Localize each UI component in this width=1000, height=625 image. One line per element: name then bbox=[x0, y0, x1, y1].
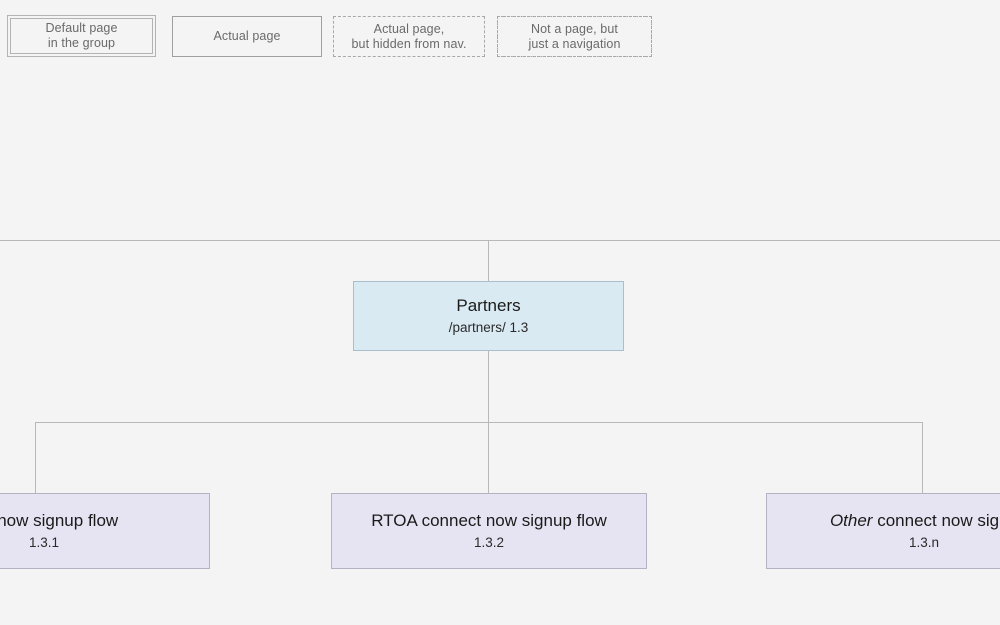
legend-item-default-page-in-group[interactable]: Default page in the group bbox=[7, 15, 156, 57]
legend-inner-border: Default page in the group bbox=[10, 18, 153, 54]
connector-drop-child-3 bbox=[922, 422, 923, 493]
node-child-2-title: RTOA connect now signup flow bbox=[371, 511, 607, 530]
node-partners-title: Partners bbox=[456, 296, 521, 315]
node-child-1-subtitle: 1.3.1 bbox=[28, 535, 60, 550]
node-child-signup-flow-3[interactable]: Other connect now signu 1.3.n bbox=[766, 493, 1000, 569]
legend-label-actual-page-hidden: Actual page, but hidden from nav. bbox=[351, 21, 467, 51]
connector-children-bracket bbox=[35, 422, 923, 423]
legend-label-default-page-in-group: Default page in the group bbox=[45, 21, 118, 50]
legend-label-actual-page: Actual page bbox=[213, 29, 281, 43]
node-child-3-title: Other connect now signu bbox=[830, 510, 1000, 532]
legend-item-not-a-page-navigation[interactable]: Not a page, but just a navigation bbox=[497, 16, 652, 57]
node-child-3-title-emphasis: Other bbox=[829, 511, 873, 530]
node-partners[interactable]: Partners /partners/ 1.3 bbox=[353, 281, 624, 351]
node-child-signup-flow-1[interactable]: ect now signup flow 1.3.1 bbox=[0, 493, 210, 569]
node-child-1-title: ect now signup flow bbox=[0, 511, 119, 530]
node-child-3-title-rest: connect now signu bbox=[877, 511, 1000, 530]
legend-item-actual-page-hidden[interactable]: Actual page, but hidden from nav. bbox=[333, 16, 485, 57]
connector-parent-drop bbox=[488, 240, 489, 281]
connector-drop-child-1 bbox=[35, 422, 36, 493]
legend-item-actual-page[interactable]: Actual page bbox=[172, 16, 322, 57]
connector-drop-child-2 bbox=[488, 422, 489, 493]
node-child-3-subtitle: 1.3.n bbox=[908, 535, 940, 550]
node-child-2-subtitle: 1.3.2 bbox=[473, 535, 505, 550]
legend-label-not-a-page-navigation: Not a page, but just a navigation bbox=[528, 21, 621, 51]
connector-parent-to-bracket bbox=[488, 351, 489, 422]
node-partners-subtitle: /partners/ 1.3 bbox=[448, 320, 529, 335]
node-child-signup-flow-2[interactable]: RTOA connect now signup flow 1.3.2 bbox=[331, 493, 647, 569]
connector-top-rail bbox=[0, 240, 1000, 241]
